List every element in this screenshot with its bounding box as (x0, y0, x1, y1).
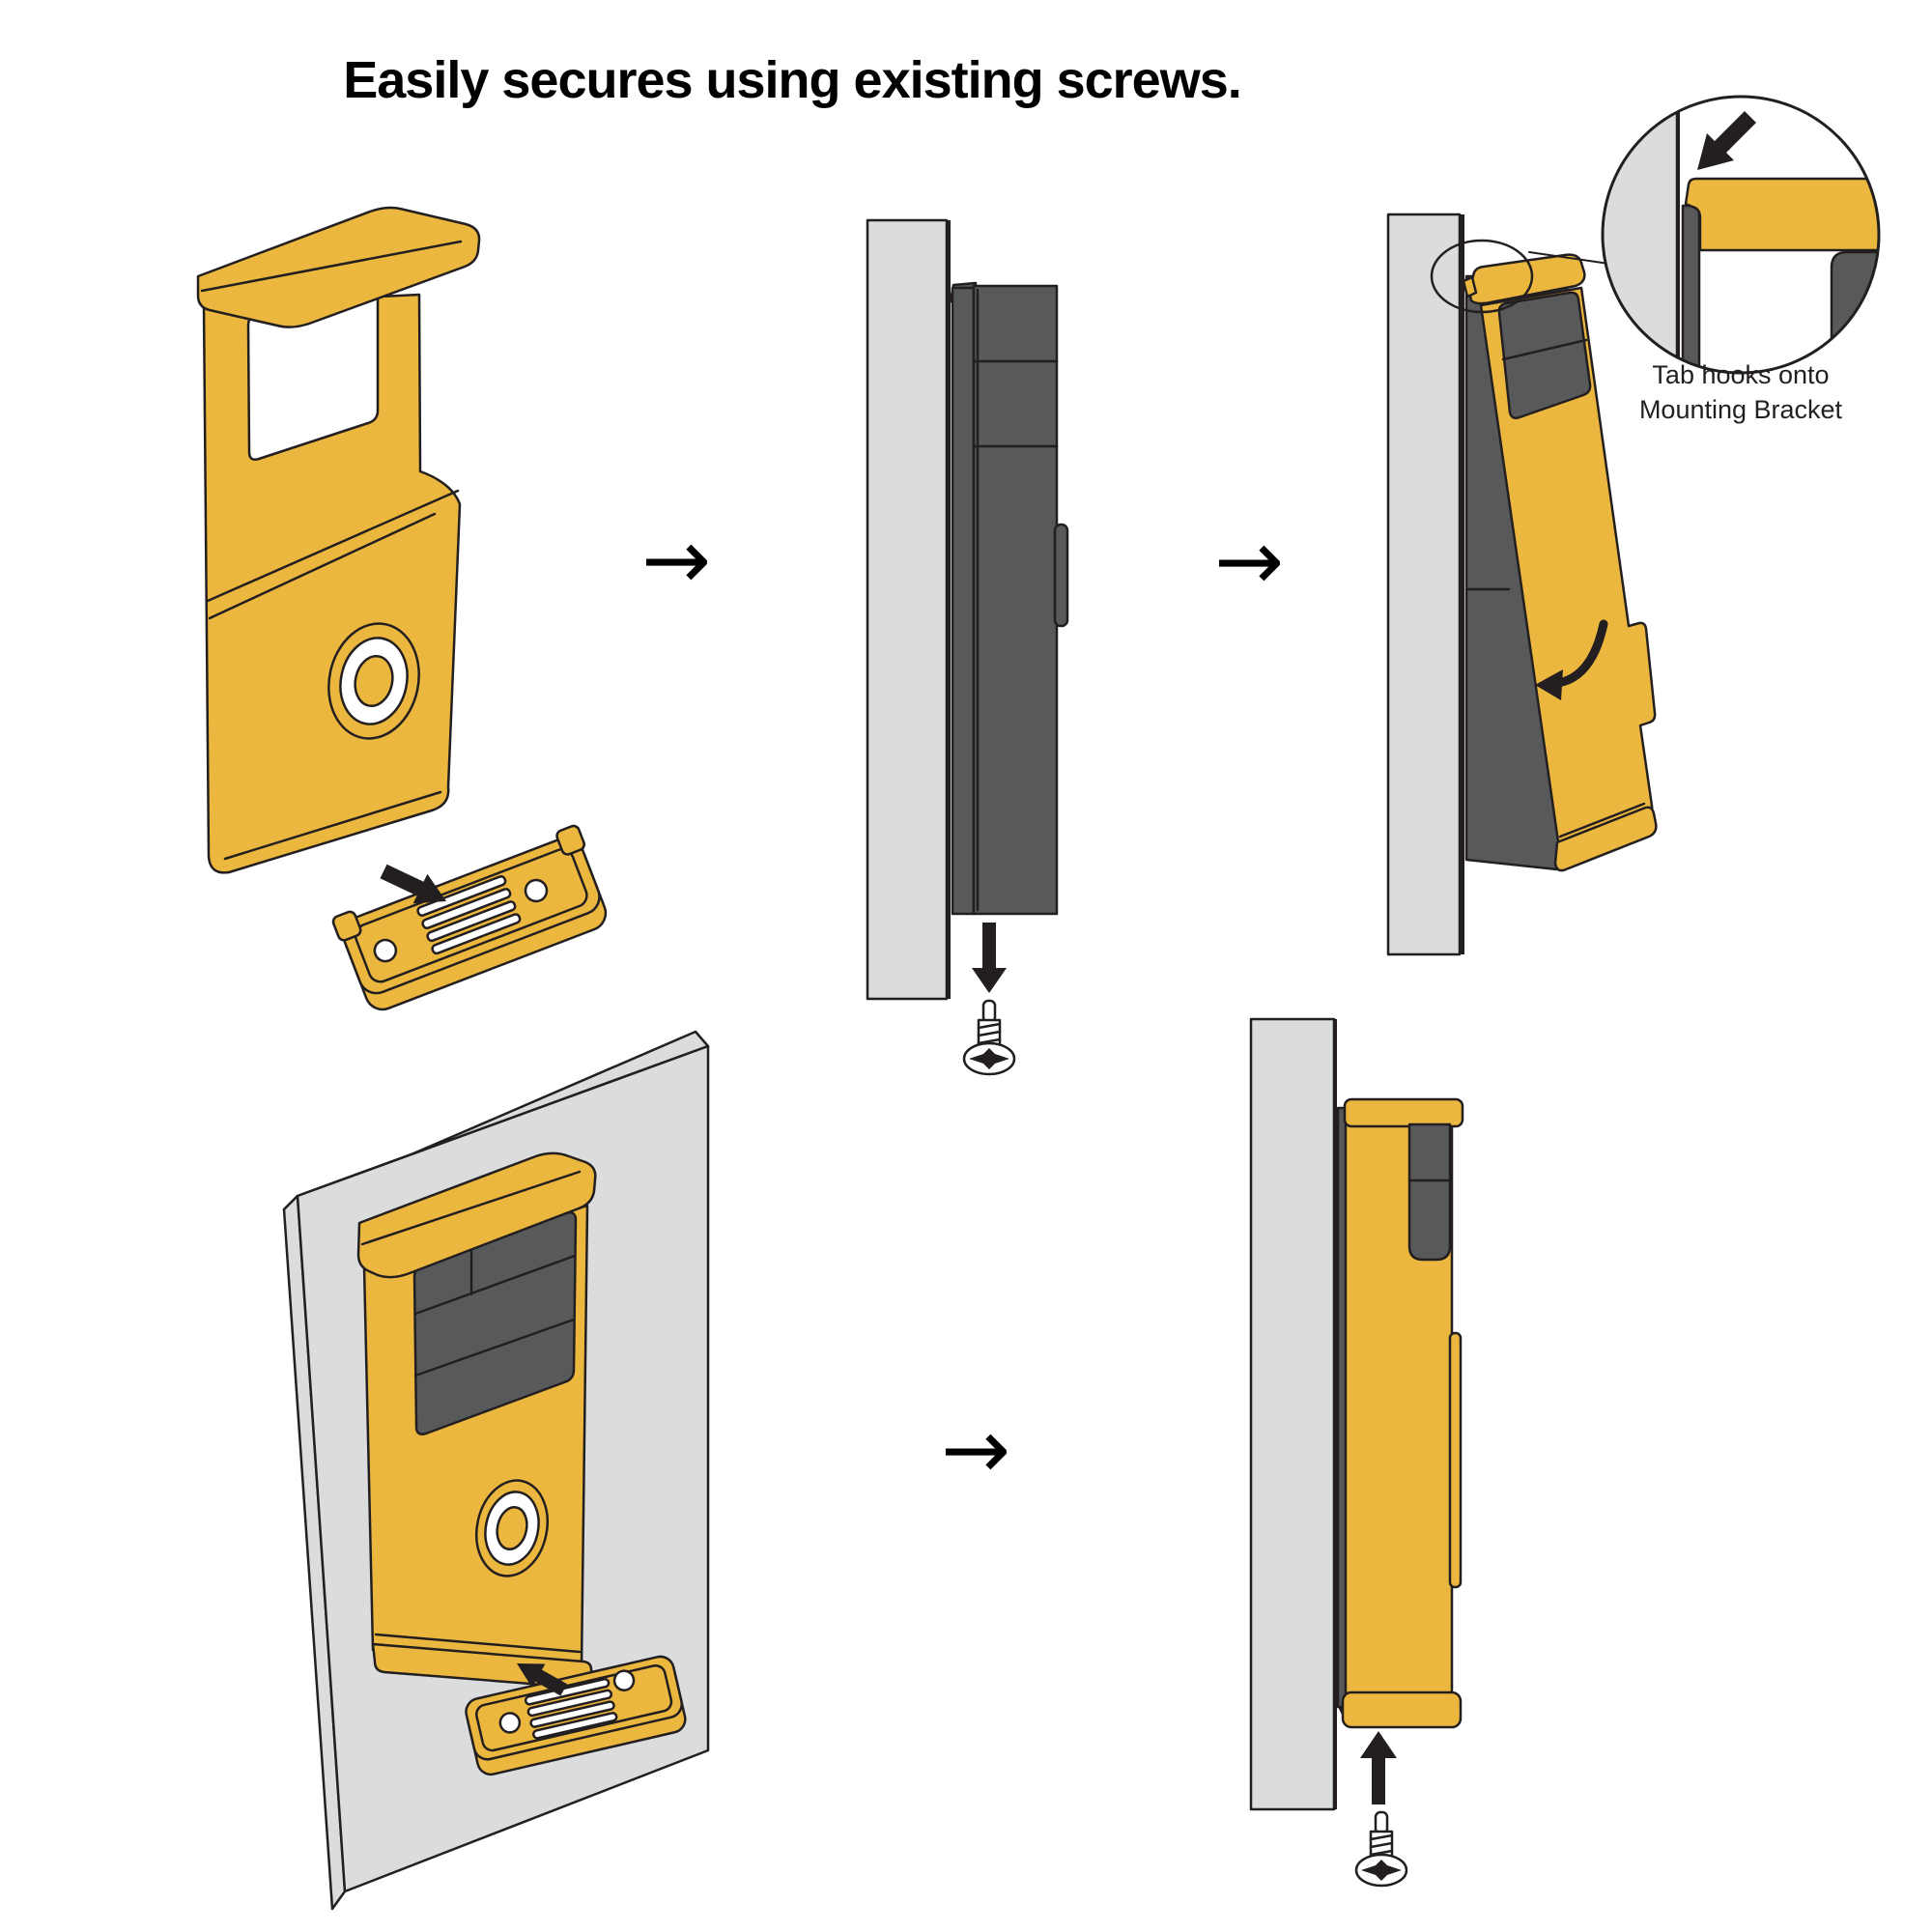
window-seam (1501, 338, 1588, 361)
cover-cap-fold (200, 240, 463, 293)
callout-caption-line1: Tab hooks onto (1652, 360, 1830, 389)
hook-tab (1462, 275, 1478, 298)
step-arrow-icon: → (940, 1402, 1011, 1498)
vent-slots (416, 875, 522, 955)
bottom-plate (331, 824, 608, 1011)
cover-bottom-lip (1341, 1690, 1463, 1729)
down-arrow-icon (972, 923, 1007, 993)
doorbell-seams (972, 288, 1059, 912)
tilted-cover-cap (1467, 253, 1586, 305)
doorbell-body (972, 284, 1059, 916)
panel-cover-and-plate (196, 206, 608, 1011)
cover-tab-magnified (1684, 177, 1879, 252)
inset-border (1601, 95, 1881, 375)
callout-caption-line2: Mounting Bracket (1638, 395, 1843, 424)
camera-seams (413, 1245, 577, 1378)
camera-window (1407, 1122, 1452, 1262)
mounting-bracket (951, 286, 976, 916)
cover-cap (356, 1151, 597, 1279)
callout-leader-line (1528, 251, 1610, 265)
step-arrow-icon: → (640, 512, 712, 609)
tab-pointer-arrow-icon (1697, 111, 1756, 170)
page-title: Easily secures using existing screws. (343, 51, 1242, 109)
rotate-arrow-icon (1535, 619, 1608, 700)
bottom-plate (465, 1655, 687, 1776)
screw-hole (373, 938, 398, 963)
wall-magnified (1603, 97, 1679, 373)
screw-hole (498, 1712, 522, 1734)
panel-bracket-side-view (866, 218, 1069, 1076)
cover-rim-line (223, 790, 442, 861)
insert-arrow-icon (380, 864, 446, 904)
wall (1249, 1017, 1336, 1811)
lip-rim (374, 1633, 582, 1654)
button-ring (327, 622, 420, 740)
tilted-cover-window (1497, 291, 1592, 420)
button-ring (475, 1479, 549, 1577)
cover-rim-line (206, 489, 460, 603)
screw-icon (962, 999, 1016, 1076)
panel-mounted-front (282, 1030, 710, 1911)
wall (1386, 213, 1462, 956)
screw-hole (612, 1669, 636, 1691)
cover-cap-fold (360, 1170, 582, 1246)
cover-cap (196, 206, 481, 328)
cover-rim-line (208, 512, 437, 620)
doorbell-button-bump (1053, 523, 1069, 628)
cover-top-lip (1343, 1097, 1464, 1128)
panel-hook-cover (1386, 213, 1658, 956)
up-arrow-icon (1360, 1731, 1397, 1804)
screw-icon (1354, 1810, 1408, 1888)
lip-rim (1558, 802, 1646, 838)
wall (866, 218, 949, 1001)
tilted-cover-lip (1553, 806, 1658, 872)
step-arrow-icon: → (1213, 513, 1285, 610)
callout-source-circle (1430, 239, 1534, 314)
button-bump (1448, 1331, 1463, 1589)
screw-hole (524, 878, 549, 903)
vent-slots (524, 1677, 618, 1740)
callout-inset (1601, 95, 1881, 375)
panel-mounted-side (1249, 1017, 1464, 1888)
callout-caption: Tab hooks onto Mounting Bracket (1584, 357, 1897, 427)
insert-arrow-icon (517, 1663, 568, 1696)
